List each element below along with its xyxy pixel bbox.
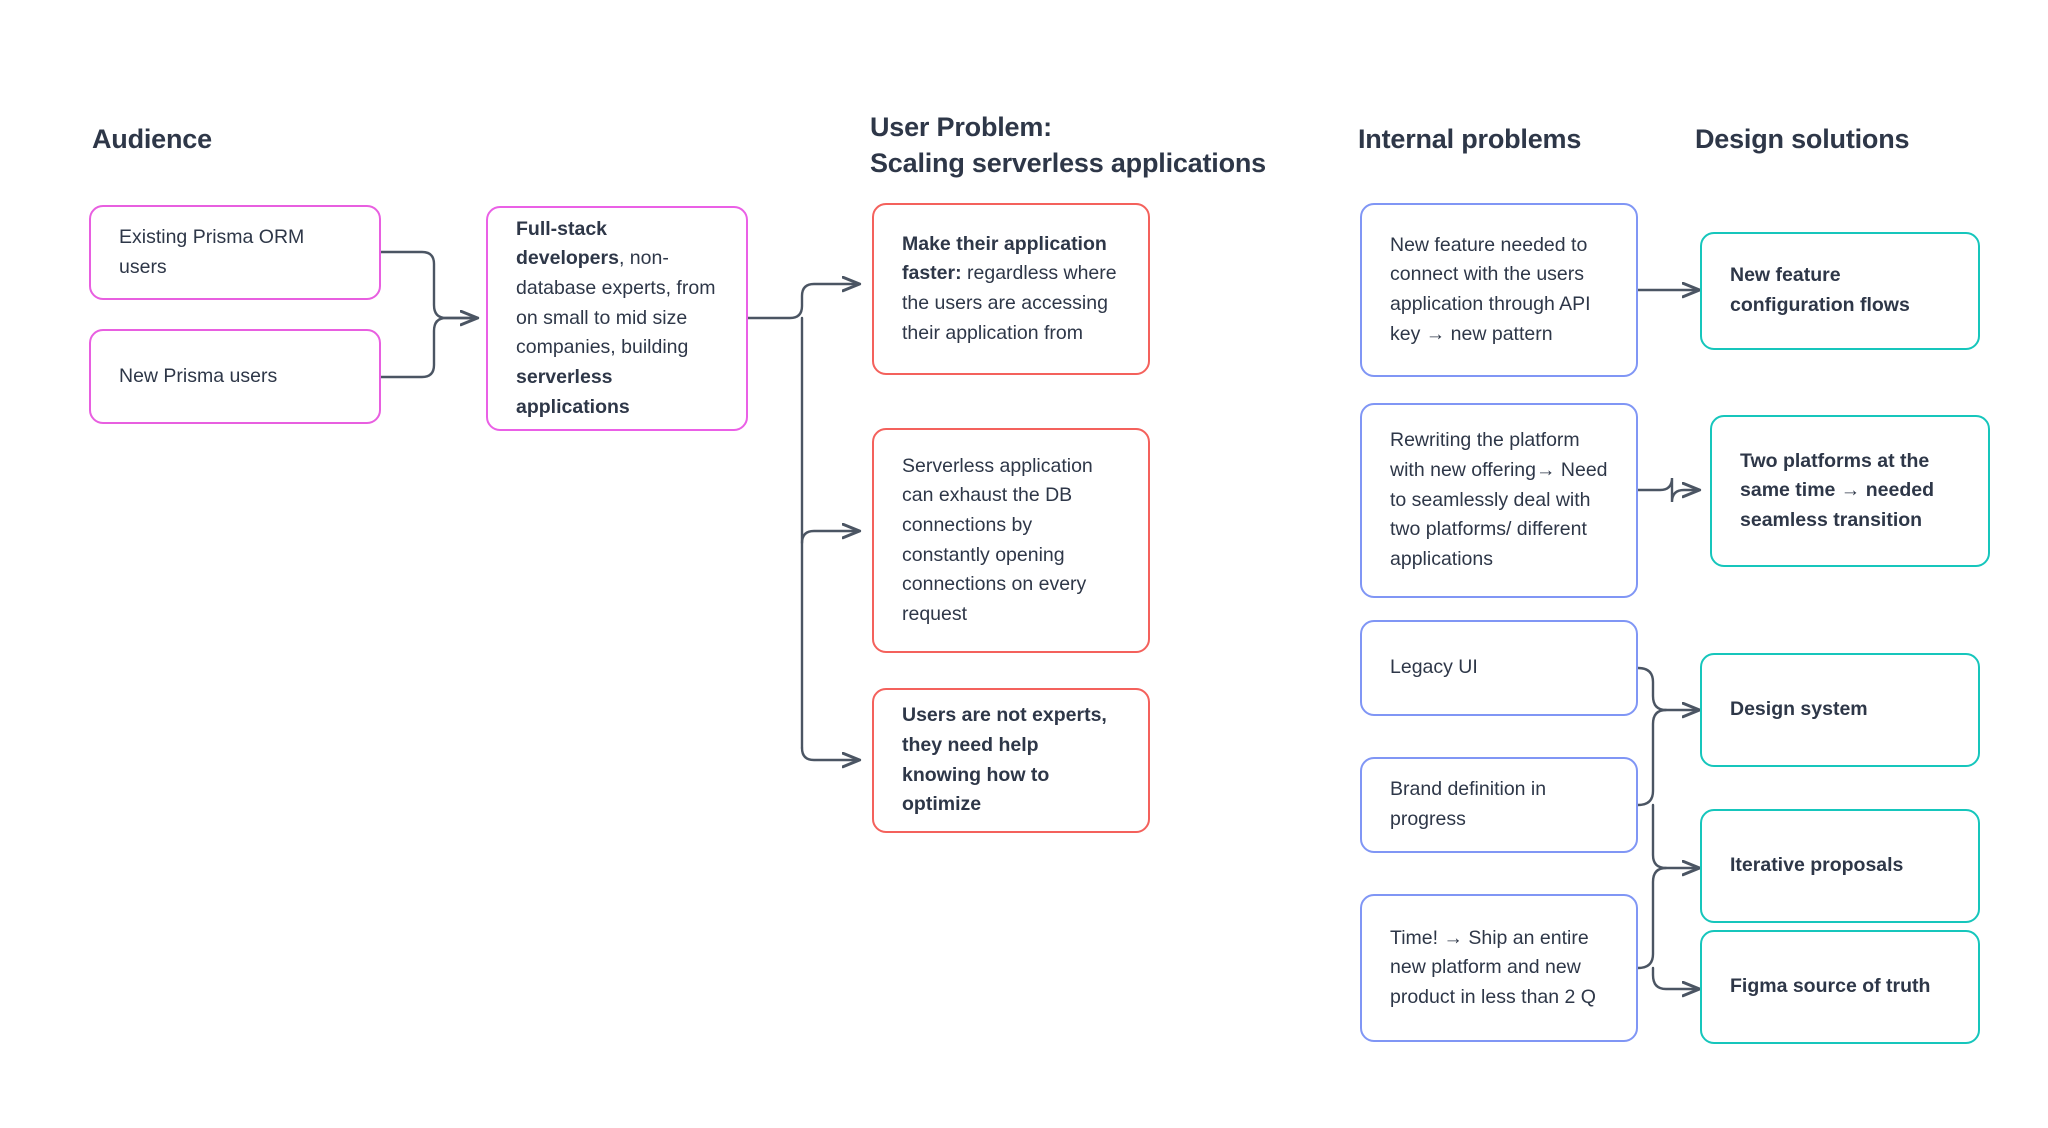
node-label: Iterative proposals bbox=[1730, 854, 1904, 877]
node-audience-new-prisma-users[interactable]: New Prisma users bbox=[89, 329, 381, 424]
node-label: Serverless application can exhaust the D… bbox=[902, 454, 1093, 625]
node-label: Full-stack developers, non-database expe… bbox=[516, 217, 716, 418]
node-label: Time! → Ship an entire new platform and … bbox=[1390, 926, 1596, 1008]
node-label: Figma source of truth bbox=[1730, 975, 1931, 998]
node-label: New feature needed to connect with the u… bbox=[1390, 233, 1591, 345]
node-user-problem-make-application-faster[interactable]: Make their application faster: regardles… bbox=[872, 203, 1150, 375]
node-label: Design system bbox=[1730, 698, 1868, 721]
node-label: New feature configuration flows bbox=[1730, 264, 1910, 316]
node-user-problem-db-connection-exhaustion[interactable]: Serverless application can exhaust the D… bbox=[872, 428, 1150, 653]
node-label: Rewriting the platform with new offering… bbox=[1390, 429, 1608, 570]
node-user-problem-users-not-experts[interactable]: Users are not experts, they need help kn… bbox=[872, 688, 1150, 833]
column-title-design-solutions: Design solutions bbox=[1695, 124, 1910, 154]
column-title-audience: Audience bbox=[92, 124, 212, 154]
node-design-solution-two-platforms-seamless-transition[interactable]: Two platforms at the same time → needed … bbox=[1710, 415, 1990, 567]
node-label: Users are not experts, they need help kn… bbox=[902, 704, 1107, 816]
node-label: New Prisma users bbox=[119, 364, 278, 387]
node-internal-problem-rewriting-platform[interactable]: Rewriting the platform with new offering… bbox=[1360, 403, 1638, 598]
node-label: Two platforms at the same time → needed … bbox=[1740, 449, 1934, 531]
node-design-solution-design-system[interactable]: Design system bbox=[1700, 653, 1980, 767]
column-title-internal-problems: Internal problems bbox=[1358, 124, 1582, 154]
node-internal-problem-time-ship-new-platform[interactable]: Time! → Ship an entire new platform and … bbox=[1360, 894, 1638, 1042]
node-design-solution-iterative-proposals[interactable]: Iterative proposals bbox=[1700, 809, 1980, 923]
node-label: Brand definition in progress bbox=[1390, 778, 1547, 830]
node-label: Legacy UI bbox=[1390, 656, 1478, 679]
node-audience-existing-prisma-orm-users[interactable]: Existing Prisma ORM users bbox=[89, 205, 381, 300]
node-internal-problem-api-key-new-feature[interactable]: New feature needed to connect with the u… bbox=[1360, 203, 1638, 377]
node-persona-full-stack-developers[interactable]: Full-stack developers, non-database expe… bbox=[486, 206, 748, 431]
node-label: Make their application faster: regardles… bbox=[902, 232, 1117, 344]
node-internal-problem-brand-definition[interactable]: Brand definition in progress bbox=[1360, 757, 1638, 853]
node-design-solution-figma-source-of-truth[interactable]: Figma source of truth bbox=[1700, 930, 1980, 1044]
node-label: Existing Prisma ORM users bbox=[119, 225, 305, 278]
column-title-user-problem: User Problem: Scaling serverless applica… bbox=[870, 112, 1266, 178]
node-internal-problem-legacy-ui[interactable]: Legacy UI bbox=[1360, 620, 1638, 716]
node-design-solution-new-feature-configuration-flows[interactable]: New feature configuration flows bbox=[1700, 232, 1980, 350]
